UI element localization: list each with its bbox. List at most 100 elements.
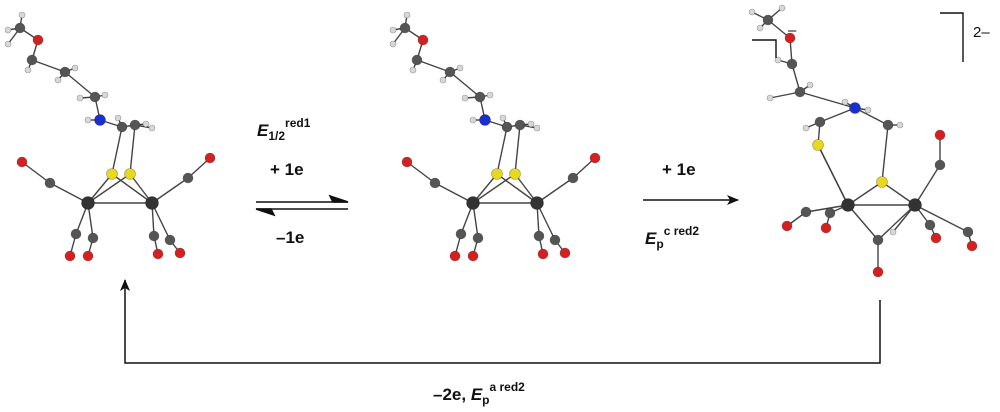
hydrogen-atom (461, 94, 469, 102)
carbon-atom (87, 232, 99, 244)
bond (819, 107, 856, 123)
hydrogen-atom (18, 11, 26, 19)
nitrogen-atom (94, 114, 106, 126)
molecule-neutral (4, 11, 216, 262)
carbon-atom (882, 119, 894, 131)
carbon-atom (501, 121, 513, 133)
hydrogen-atom (748, 8, 756, 16)
sulfur-atom (106, 168, 118, 180)
hydrogen-atom (403, 11, 411, 19)
hydrogen-atom (389, 26, 397, 34)
oxygen-atom (204, 152, 216, 164)
carbon-atom (514, 119, 526, 131)
carbon-atom (794, 86, 806, 98)
hydrogen-atom (802, 124, 810, 132)
step1-reverse-label: –1e (276, 228, 305, 247)
carbon-atom (934, 159, 946, 171)
hydrogen-atom (76, 94, 84, 102)
carbon-atom (474, 91, 486, 103)
return-oxidation-arrow (120, 279, 881, 364)
bond (847, 181, 883, 206)
sulfur-atom (509, 168, 521, 180)
bond (769, 91, 801, 99)
oxygen-atom (872, 266, 884, 278)
carbon-atom (814, 116, 826, 128)
oxygen-atom (930, 232, 942, 244)
nitrogen-atom (479, 114, 491, 126)
bond (406, 161, 436, 184)
oxygen-atom (417, 34, 429, 46)
carbon-atom (411, 54, 423, 66)
bond (496, 126, 508, 175)
bond (31, 59, 66, 73)
iron-atom (81, 196, 95, 210)
oxygen-atom (449, 250, 461, 262)
oxygen-atom (82, 250, 94, 262)
hydrogen-atom (142, 120, 150, 128)
oxygen-atom (401, 156, 413, 168)
hydrogen-atom (527, 120, 535, 128)
bond (817, 144, 849, 206)
hydrogen-atom (778, 4, 786, 12)
hydrogen-atom (896, 121, 904, 129)
carbon-atom (872, 234, 884, 246)
carbon-atom (533, 230, 545, 242)
iron-atom (145, 196, 159, 210)
hydrogen-atom (54, 76, 62, 84)
hydrogen-atom (499, 114, 507, 122)
hydrogen-atom (486, 91, 494, 99)
bond (881, 181, 916, 206)
hydrogen-atom (439, 76, 447, 84)
hydrogen-atom (756, 24, 764, 32)
bond (914, 204, 969, 233)
dianion-charge: 2– (973, 24, 990, 41)
bond (449, 71, 481, 98)
oxygen-atom (820, 222, 832, 234)
hydrogen-atom (456, 64, 464, 72)
iron-atom (908, 198, 922, 212)
oxygen-atom (784, 32, 796, 44)
carbon-atom (59, 66, 71, 78)
carbon-atom (455, 228, 467, 240)
carbon-atom (164, 234, 176, 246)
hydrogen-atom (841, 98, 849, 106)
bond (129, 124, 136, 175)
oxygen-atom (174, 247, 186, 259)
bond (111, 173, 153, 204)
bond (854, 107, 889, 126)
carbon-atom (399, 22, 411, 34)
step1-forward-label: + 1e (270, 160, 304, 179)
oxygen-atom (934, 129, 946, 141)
oxygen-atom (589, 152, 601, 164)
hydrogen-atom (71, 64, 79, 72)
bond (914, 164, 941, 206)
sulfur-atom (876, 176, 888, 188)
bond (434, 182, 474, 204)
oxygen-atom (64, 250, 76, 262)
hydrogen-atom (24, 66, 32, 74)
hydrogen-atom (864, 106, 872, 114)
carbon-atom (429, 177, 441, 189)
carbon-atom (148, 230, 160, 242)
bond (151, 177, 189, 204)
charge-bracket-anion (752, 39, 777, 58)
sulfur-atom (812, 139, 824, 151)
carbon-atom (44, 177, 56, 189)
hydrogen-atom (4, 40, 12, 48)
nitrogen-atom (849, 102, 861, 114)
bond (21, 161, 51, 184)
carbon-atom (89, 91, 101, 103)
hydrogen-atom (4, 26, 12, 34)
charge-bracket-dianion (940, 12, 964, 62)
hydrogen-atom (101, 91, 109, 99)
carbon-atom (182, 172, 194, 184)
carbon-atom (116, 121, 128, 133)
bond (847, 204, 879, 241)
return-step-label: –2e, Epa red2 (433, 380, 525, 407)
bond (64, 71, 96, 98)
hydrogen-atom (533, 124, 541, 132)
bond (877, 204, 916, 241)
hydrogen-atom (889, 228, 897, 236)
sulfur-atom (124, 168, 136, 180)
hydrogen-atom (409, 66, 417, 74)
